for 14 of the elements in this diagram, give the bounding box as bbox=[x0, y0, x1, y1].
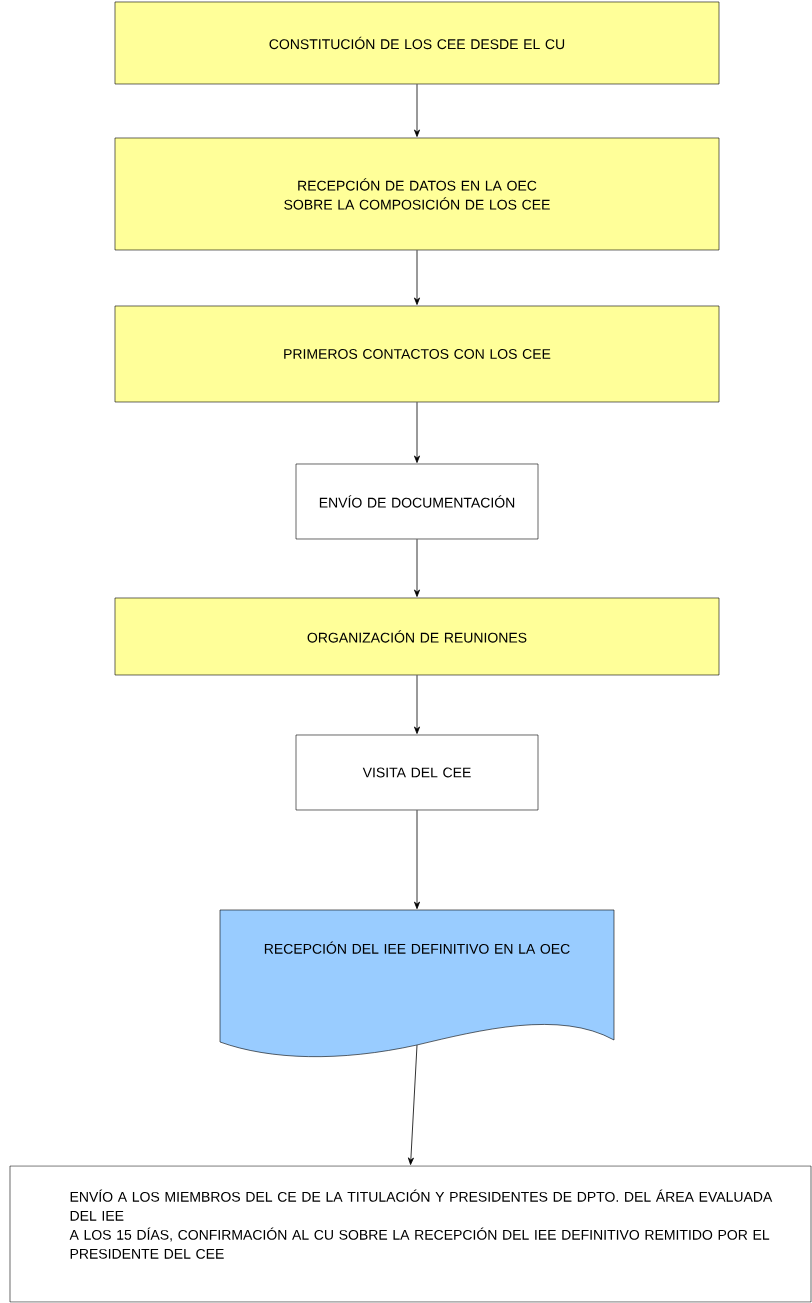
process-box: ENVÍO DE DOCUMENTACIÓN bbox=[295, 463, 539, 540]
arrow bbox=[414, 401, 420, 463]
process-box: ENVÍO A LOS MIEMBROS DEL CE DE LA TITULACIÓN Y PRESIDENTES DE DPTO. DEL ÁREA EVALUADA DEL IEE A LOS 15 DÍAS, CONFIRMACIÓN AL CU SOBRE LA RECEPCIÓN DEL IEE DEFINITIVO REMITIDO POR EL PRESIDENTE DEL CEE bbox=[9, 1165, 812, 1303]
process-box: ORGANIZACIÓN DE REUNIONES bbox=[114, 597, 720, 676]
arrow bbox=[414, 83, 420, 137]
arrow bbox=[407, 1044, 418, 1165]
arrow bbox=[414, 249, 420, 305]
arrow bbox=[414, 809, 420, 910]
arrow bbox=[414, 674, 420, 734]
process-box: VISITA DEL CEE bbox=[295, 734, 539, 811]
process-box: PRIMEROS CONTACTOS CON LOS CEE bbox=[114, 305, 720, 403]
arrow bbox=[414, 538, 420, 597]
process-box: RECEPCIÓN DE DATOS EN LA OEC SOBRE LA COMPOSICIÓN DE LOS CEE bbox=[114, 137, 720, 251]
process-box: CONSTITUCIÓN DE LOS CEE DESDE EL CU bbox=[114, 1, 720, 85]
